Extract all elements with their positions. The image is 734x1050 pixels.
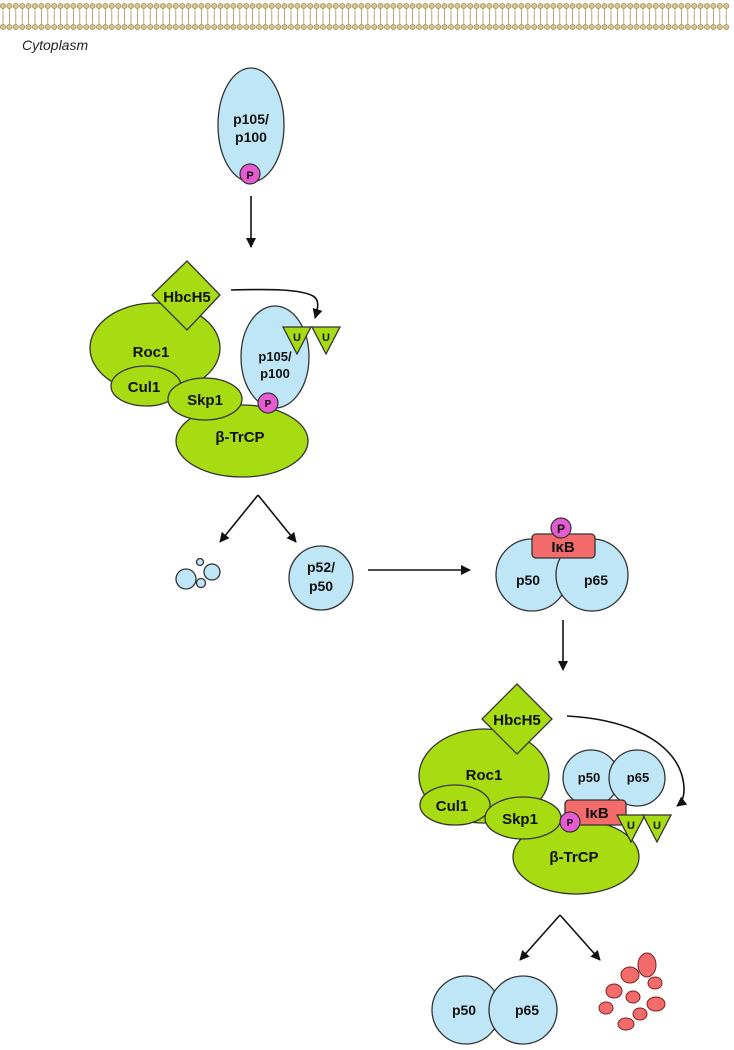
degraded-fragments-red xyxy=(598,952,666,1031)
ubiquitin-triangle xyxy=(615,814,647,844)
phospho-label: P xyxy=(567,818,574,829)
free-p50-p65: p50 p65 xyxy=(431,975,558,1045)
ikb-label: IκB xyxy=(551,539,575,556)
arrow-to-free-nfkb xyxy=(519,914,561,961)
p65-label: p65 xyxy=(627,770,649,785)
ikb-rect xyxy=(564,799,627,826)
p105-p100-phosphorylated: p105/ p100 P xyxy=(217,67,285,185)
cul1-label: Cul1 xyxy=(128,379,161,396)
hbch5-diamond xyxy=(481,683,553,755)
ubiquitin-triangle xyxy=(281,326,313,356)
roc1-label: Roc1 xyxy=(133,344,170,361)
p105-label-line1: p105/ xyxy=(258,349,292,364)
p52-label-line2: p50 xyxy=(309,578,333,594)
hbch5-label: HbcH5 xyxy=(493,712,541,729)
arrow-to-ikb-fragments xyxy=(559,914,601,961)
ubiquitin-label: U xyxy=(653,820,661,832)
arrow-to-fragments xyxy=(219,494,259,543)
ubiquitin-triangle xyxy=(310,326,342,356)
p105-label-line1: p105/ xyxy=(233,111,269,127)
phospho-circle xyxy=(559,811,581,833)
ubiquitin-label: U xyxy=(627,820,635,832)
phospho-circle xyxy=(550,517,572,539)
hbch5-diamond xyxy=(151,260,221,331)
degraded-fragments-blue xyxy=(175,557,221,590)
phospho-label: P xyxy=(265,399,272,410)
cul1-label: Cul1 xyxy=(436,798,469,815)
ubiquitination-arrow-2 xyxy=(566,715,688,807)
phospho-circle xyxy=(239,163,261,185)
p50-label: p50 xyxy=(578,770,600,785)
roc1-label: Roc1 xyxy=(466,767,503,784)
scf-complex-2: HbcH5 Roc1 Cul1 Skp1 β-TrCP p50 p65 IκB … xyxy=(418,683,673,895)
p65-circle xyxy=(488,975,558,1045)
ubiquitin-triangle xyxy=(641,814,673,844)
cul1-ellipse xyxy=(419,784,491,826)
compartment-label: Cytoplasm xyxy=(22,37,88,53)
skp1-ellipse xyxy=(167,377,243,421)
scf-complex-1: HbcH5 Roc1 Cul1 Skp1 β-TrCP p105/ p100 P… xyxy=(89,260,342,478)
phospho-label: P xyxy=(246,170,253,182)
ikb-label: IκB xyxy=(585,805,609,822)
p105-label-line2: p100 xyxy=(235,129,267,145)
ubiquitin-label: U xyxy=(293,332,301,344)
hbch5-label: HbcH5 xyxy=(163,289,211,306)
ubiquitin-label: U xyxy=(322,332,330,344)
phospho-circle xyxy=(257,392,279,414)
p65-label: p65 xyxy=(515,1002,539,1018)
skp1-label: Skp1 xyxy=(502,811,538,828)
cell-membrane xyxy=(0,3,730,30)
p52-p50: p52/ p50 xyxy=(288,545,354,611)
ikb-p50-p65-complex: P IκB p50 p65 xyxy=(495,517,629,612)
arrow-to-p52 xyxy=(257,494,297,543)
btrcp-label: β-TrCP xyxy=(549,849,598,866)
p65-circle xyxy=(608,749,666,807)
skp1-label: Skp1 xyxy=(187,392,223,409)
btrcp-ellipse xyxy=(175,404,309,478)
p65-label: p65 xyxy=(584,572,608,588)
p50-label: p50 xyxy=(452,1002,476,1018)
phospho-label: P xyxy=(557,522,565,536)
ubiquitination-arrow-1 xyxy=(230,288,323,319)
p52-label-line1: p52/ xyxy=(307,559,335,575)
p105-label-line2: p100 xyxy=(260,366,290,381)
p50-label: p50 xyxy=(516,572,540,588)
btrcp-label: β-TrCP xyxy=(215,429,264,446)
